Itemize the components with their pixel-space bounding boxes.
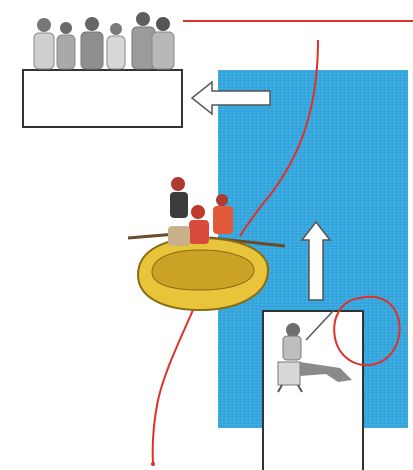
red-circle-marker <box>334 297 399 365</box>
route-line-upper <box>240 40 318 236</box>
raft-with-rafters-icon <box>128 177 285 310</box>
people-group-icon <box>34 12 174 69</box>
arrow-left-icon <box>192 82 270 114</box>
arrow-up-icon <box>302 222 330 300</box>
route-end-dot <box>151 462 155 466</box>
route-line-lower <box>153 310 193 463</box>
